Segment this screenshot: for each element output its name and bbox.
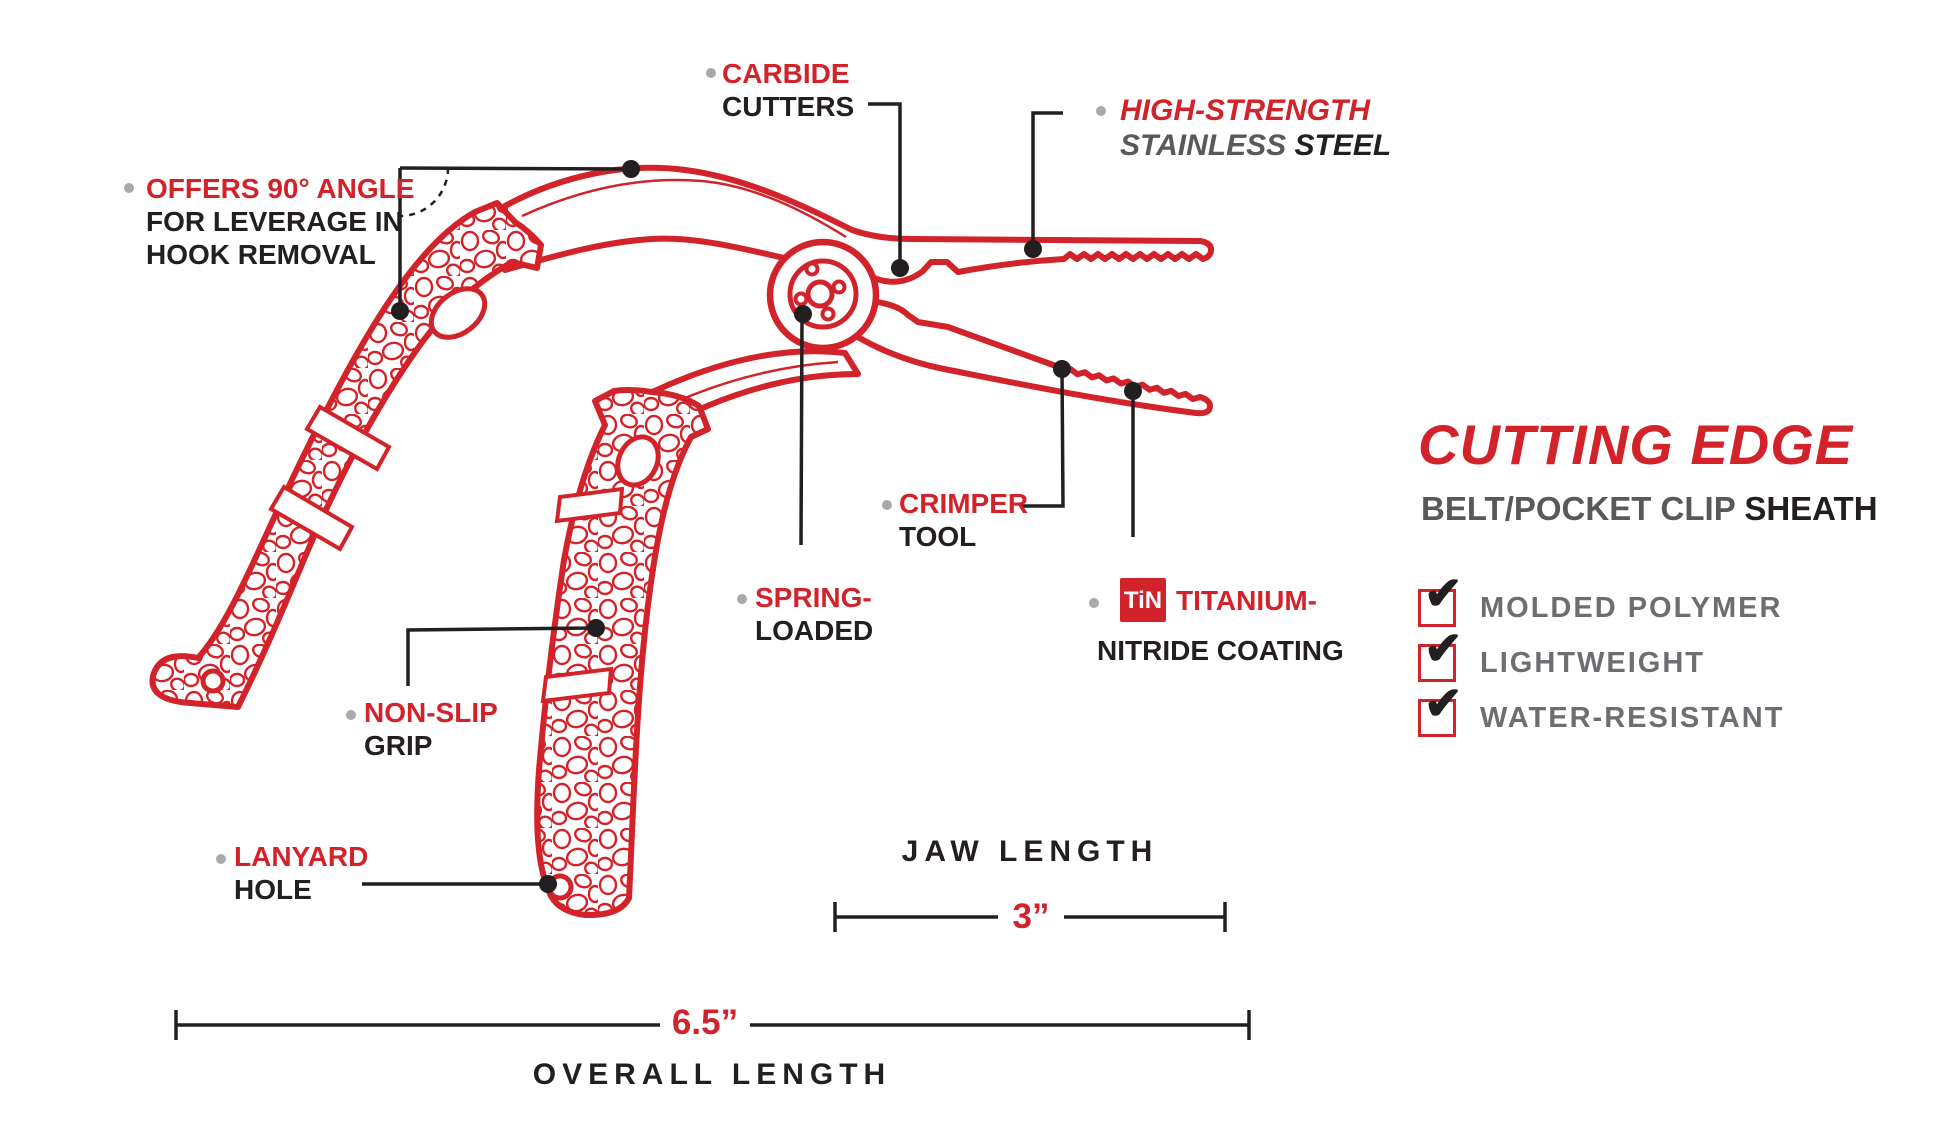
jaw-length-dimension-line [833,902,1227,932]
callout-crimper-tool: CRIMPER TOOL [899,487,1028,553]
angle-line3: HOOK REMOVAL [146,239,376,270]
carbide-line1: CARBIDE [722,58,850,89]
sheath-subtitle: BELT/POCKET CLIP SHEATH [1421,490,1878,528]
callout-spring-loaded: SPRING- LOADED [755,581,873,647]
leader-lines [362,102,1135,886]
checkmark-icon: ✔ [1424,677,1463,729]
carbide-bullet-icon [706,68,716,78]
overall-length-title: OVERALL LENGTH [532,1058,892,1091]
stainless-text: STAINLESS [1120,129,1287,162]
leader-dots [391,160,1142,893]
steel-text: STEEL [1294,129,1392,162]
feature-row-lightweight: ✔ LIGHTWEIGHT [1418,625,1705,683]
titanium-line1: TITANIUM- [1176,584,1317,616]
sheath-subtitle-gray: BELT/POCKET CLIP [1421,490,1736,527]
high-strength-bullet-icon [1096,106,1106,116]
thumb-hole-upper [428,286,488,340]
tin-badge-icon: TiN [1120,578,1166,622]
non-slip-line1: NON-SLIP [364,697,498,728]
non-slip-bullet-icon [346,710,356,720]
callout-high-strength-steel: HIGH-STRENGTH STAINLESS STEEL [1120,93,1391,163]
feature-label: MOLDED POLYMER [1480,591,1783,624]
carbide-line2: CUTTERS [722,91,855,122]
sheath-subtitle-black: SHEATH [1744,490,1878,527]
high-strength-line1: HIGH-STRENGTH [1120,94,1370,127]
thumb-hole-lower [615,434,661,488]
lower-jaw [853,297,1213,417]
spring-bullet-icon [737,594,747,604]
angle-bullet-icon [124,183,134,193]
high-strength-line2: STAINLESS STEEL [1120,129,1391,162]
checkmark-icon: ✔ [1424,622,1463,674]
non-slip-line2: GRIP [364,730,433,761]
jaw-length-value: 3” [1012,897,1050,936]
callout-lanyard-hole: LANYARD HOLE [234,840,368,906]
angle-line2: FOR LEVERAGE IN [146,206,403,237]
crimper-line1: CRIMPER [899,488,1029,519]
titanium-bullet-icon [1089,598,1099,608]
angle-line1: OFFERS 90° ANGLE [146,173,415,204]
feature-label: LIGHTWEIGHT [1480,646,1705,679]
lanyard-hole-upper [200,668,226,694]
lanyard-bullet-icon [216,854,226,864]
crimper-bullet-icon [882,500,892,510]
checkbox-icon: ✔ [1418,680,1463,737]
lanyard-line2: HOLE [234,874,312,905]
crimper-line2: TOOL [899,521,977,552]
feature-row-molded-polymer: ✔ MOLDED POLYMER [1418,570,1783,628]
overall-length-dimension-line [174,1010,1251,1040]
checkbox-icon: ✔ [1418,570,1463,627]
sheath-title: CUTTING EDGE [1418,413,1854,476]
titanium-row1: TiN TITANIUM- [1097,578,1344,622]
spring-line2: LOADED [755,615,874,646]
callout-non-slip-grip: NON-SLIP GRIP [364,696,498,762]
callout-carbide-cutters: CARBIDE CUTTERS [722,57,854,123]
pivot-hub [766,238,880,352]
lanyard-line1: LANYARD [234,841,369,872]
feature-row-water-resistant: ✔ WATER-RESISTANT [1418,680,1785,738]
feature-label: WATER-RESISTANT [1480,701,1785,734]
spring-line1: SPRING- [755,582,872,613]
titanium-line2: NITRIDE COATING [1097,635,1344,666]
jaw-length-title: JAW LENGTH [901,835,1159,868]
checkbox-icon: ✔ [1418,625,1463,682]
callout-titanium-nitride: TiN TITANIUM- NITRIDE COATING [1097,578,1344,667]
lower-grip [534,386,711,919]
checkmark-icon: ✔ [1424,567,1463,619]
overall-length-value: 6.5” [671,1003,739,1042]
callout-90-degree-angle: OFFERS 90° ANGLE FOR LEVERAGE IN HOOK RE… [146,172,414,271]
upper-grip [149,200,544,710]
